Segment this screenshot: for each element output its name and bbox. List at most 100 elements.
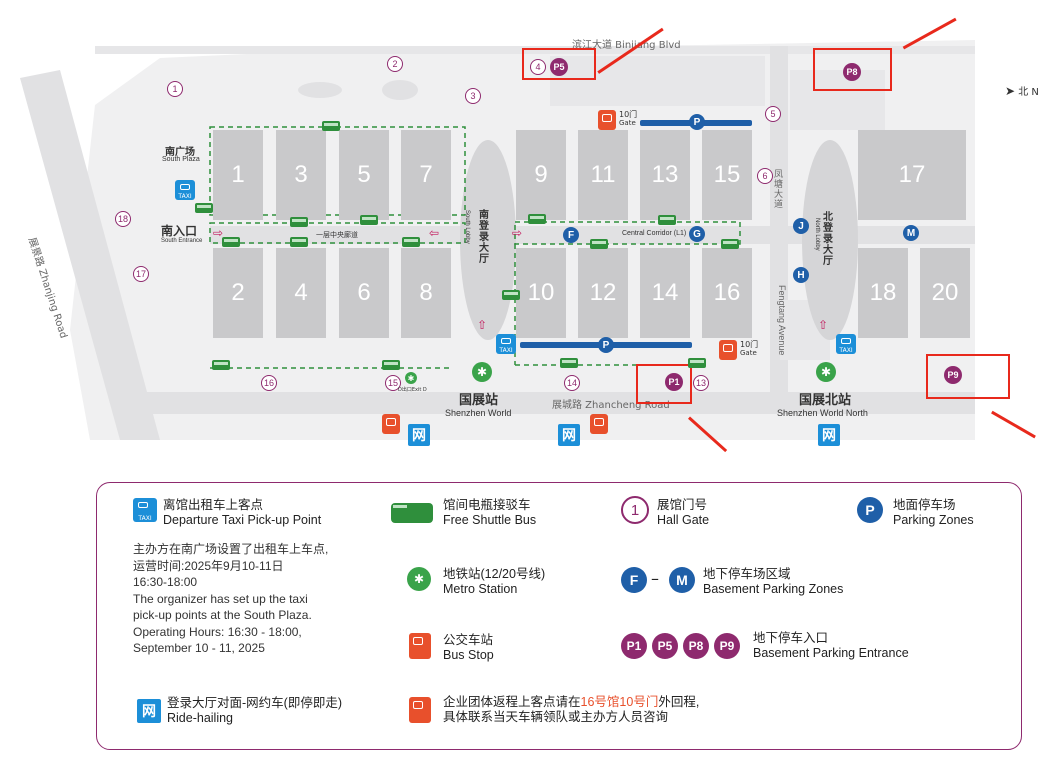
shuttle-bus-icon [658, 215, 676, 225]
legend-group-line1: 企业团体返程上客点请在16号馆10号门外回程, [443, 695, 699, 710]
basement-zone-j[interactable]: J [793, 218, 809, 234]
legend-fm-en: Basement Parking Zones [703, 582, 844, 596]
station-sw-en: Shenzhen World [445, 408, 512, 418]
entrance-arrow-icon: ⇧ [477, 318, 488, 332]
legend-taxi-note: 主办方在南广场设置了出租车上车点, 运营时间:2025年9月10-11日 16:… [133, 541, 328, 657]
legend-shuttle: 馆间电瓶接驳车 Free Shuttle Bus [443, 498, 536, 528]
hall-12[interactable]: 12 [578, 248, 628, 338]
legend-group-line2: 具体联系当天车辆领队或主办方人员咨询 [443, 710, 669, 724]
shuttle-bus-icon [502, 290, 520, 300]
hall-4[interactable]: 4 [276, 248, 326, 338]
road-fengtang-en: Fengtang Avenue [777, 285, 787, 356]
hall-16[interactable]: 16 [702, 248, 752, 338]
bus-stop-icon [598, 110, 616, 130]
legend-fm: 地下停车场区域 Basement Parking Zones [703, 567, 843, 597]
legend-entr: 地下停车入口 Basement Parking Entrance [753, 631, 909, 661]
gate10-en: Gate [619, 119, 636, 127]
hall-18[interactable]: 18 [858, 248, 908, 338]
shuttle-bus-icon [560, 358, 578, 368]
shuttle-bus-icon [528, 214, 546, 224]
shuttle-bus-icon [721, 239, 739, 249]
entrance-arrow-icon: ⇨ [213, 226, 224, 240]
shuttle-bus-icon [322, 121, 340, 131]
road-zhancheng: 展城路 Zhancheng Road [552, 400, 670, 411]
parking-zone-top[interactable]: P [689, 114, 705, 130]
south-plaza-en: South Plaza [162, 156, 200, 163]
hall-11[interactable]: 11 [578, 130, 628, 220]
hall-14[interactable]: 14 [640, 248, 690, 338]
station-swn-cn: 国展北站 [799, 393, 852, 408]
entrance-arrow-icon: ⇦ [429, 226, 440, 240]
exit-d-label: D出口Exit D [398, 387, 427, 393]
highlight-p5 [522, 48, 596, 80]
parking-entrance-p5[interactable]: P5 [550, 58, 568, 76]
compass: ➤ 北 N [1005, 83, 1039, 98]
group-highlight: 16号馆10号门 [580, 695, 659, 709]
hall-9[interactable]: 9 [516, 130, 566, 220]
gate-13: 13 [693, 375, 709, 391]
ride-hailing-legend-icon: 网 [137, 699, 161, 723]
parking-entrance-p8[interactable]: P8 [843, 63, 861, 81]
hall-8[interactable]: 8 [401, 248, 451, 338]
gate-6: 6 [757, 168, 773, 184]
taxi-note-line: The organizer has set up the taxi [133, 591, 308, 606]
taxi-note-line: 16:30-18:00 [133, 575, 198, 589]
metro-icon: ✱ [472, 362, 492, 382]
road-binjiang: 滨江大道 Binjiang Blvd [572, 40, 681, 51]
entrance-arrow-icon: ⇨ [512, 226, 523, 240]
taxi-note-line: 运营时间:2025年9月10-11日 [133, 558, 284, 573]
fm-legend-m-icon: M [669, 567, 695, 593]
legend-fm-cn: 地下停车场区域 [703, 567, 791, 581]
compass-arrow-icon: ➤ [1005, 84, 1016, 98]
shuttle-bus-icon [290, 217, 308, 227]
basement-zone-f[interactable]: F [563, 227, 579, 243]
gate-2: 2 [387, 56, 403, 72]
parking-entrance-p1[interactable]: P1 [665, 373, 683, 391]
gate10-label-bottom: 10门 Gate [740, 340, 758, 358]
hall-2[interactable]: 2 [213, 248, 263, 338]
gate10-en: Gate [740, 349, 757, 357]
legend-gate: 展馆门号 Hall Gate [657, 498, 709, 528]
hall-20[interactable]: 20 [920, 248, 970, 338]
venue-map: 1 3 5 7 2 4 6 8 9 11 13 15 10 12 14 16 1… [20, 18, 1039, 453]
central-corridor-en: Central Corridor (L1) [622, 230, 687, 237]
gate-5: 5 [765, 106, 781, 122]
legend-pin-p8: P8 [683, 633, 709, 659]
south-entrance-en: South Entrance [161, 238, 203, 244]
legend-taxi-en: Departure Taxi Pick-up Point [163, 513, 322, 527]
legend-metro-en: Metro Station [443, 582, 518, 596]
legend-ride-cn: 登录大厅对面-网约车(即停即走) [167, 696, 342, 710]
hall-7[interactable]: 7 [401, 130, 451, 220]
hall-17[interactable]: 17 [858, 130, 966, 220]
central-corridor-cn: 一层中央廊道 [316, 231, 358, 239]
parking-zone-bottom[interactable]: P [598, 337, 614, 353]
hall-10[interactable]: 10 [516, 248, 566, 338]
taxi-icon: TAXI [836, 334, 856, 354]
parking-entrance-p9[interactable]: P9 [944, 366, 962, 384]
hall-13[interactable]: 13 [640, 130, 690, 220]
gate-17: 17 [133, 266, 149, 282]
shuttle-bus-icon [688, 358, 706, 368]
fm-legend-f-icon: F [621, 567, 647, 593]
hall-1[interactable]: 1 [213, 130, 263, 220]
hall-15[interactable]: 15 [702, 130, 752, 220]
hall-5[interactable]: 5 [339, 130, 389, 220]
taxi-note-line: September 10 - 11, 2025 [133, 641, 265, 655]
gate-14: 14 [564, 375, 580, 391]
basement-zone-g[interactable]: G [689, 226, 705, 242]
south-entrance-cn: 南入口 [161, 224, 198, 238]
ride-hailing-icon: 网 [818, 424, 840, 446]
gate-1: 1 [167, 81, 183, 97]
basement-zone-h[interactable]: H [793, 267, 809, 283]
hall-6[interactable]: 6 [339, 248, 389, 338]
legend-metro: 地铁站(12/20号线) Metro Station [443, 567, 545, 597]
basement-zone-m[interactable]: M [903, 225, 919, 241]
shuttle-legend-icon [391, 503, 433, 523]
legend-shuttle-en: Free Shuttle Bus [443, 513, 537, 527]
bus-stop-icon [719, 340, 737, 360]
shuttle-bus-icon [222, 237, 240, 247]
legend-parking-en: Parking Zones [893, 513, 974, 527]
legend-parking-cn: 地面停车场 [893, 498, 956, 512]
hall-3[interactable]: 3 [276, 130, 326, 220]
shuttle-bus-icon [195, 203, 213, 213]
